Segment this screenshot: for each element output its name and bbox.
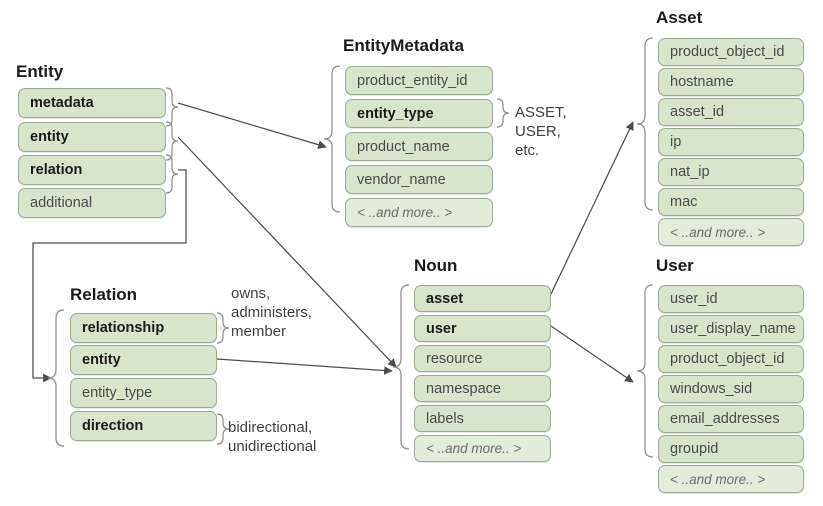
group-title-asset: Asset [656, 8, 703, 27]
row-noun-namespace[interactable]: namespace [414, 375, 551, 402]
group-title-entity: Entity [16, 62, 64, 81]
group-title-user: User [656, 256, 694, 275]
row-asset-asset-id[interactable]: asset_id [658, 98, 804, 126]
row-asset-mac[interactable]: mac [658, 188, 804, 216]
group-title-relation: Relation [70, 285, 138, 304]
row-relation-direction[interactable]: direction [70, 411, 217, 441]
row-user-groupid[interactable]: groupid [658, 435, 804, 463]
row-asset-and-more[interactable]: < ..and more.. > [658, 218, 804, 246]
row-asset-nat-ip[interactable]: nat_ip [658, 158, 804, 186]
row-relation-entity[interactable]: entity [70, 345, 217, 375]
row-relation-entity-type[interactable]: entity_type [70, 378, 217, 408]
row-noun-user[interactable]: user [414, 315, 551, 342]
row-noun-resource[interactable]: resource [414, 345, 551, 372]
row-asset-product-object-id[interactable]: product_object_id [658, 38, 804, 66]
row-em-product-name[interactable]: product_name [345, 132, 493, 161]
row-entity-relation[interactable]: relation [18, 155, 166, 185]
row-noun-labels[interactable]: labels [414, 405, 551, 432]
row-em-product-entity-id[interactable]: product_entity_id [345, 66, 493, 95]
annotation-relationship-values: owns, administers, member [231, 285, 312, 340]
row-user-windows-sid[interactable]: windows_sid [658, 375, 804, 403]
row-em-and-more[interactable]: < ..and more.. > [345, 198, 493, 227]
group-title-entity-metadata: EntityMetadata [343, 36, 464, 55]
annotation-entity-type-values: ASSET, USER, etc. [515, 104, 567, 159]
row-entity-entity[interactable]: entity [18, 122, 166, 152]
row-user-product-object-id[interactable]: product_object_id [658, 345, 804, 373]
group-title-noun: Noun [414, 256, 458, 275]
row-asset-hostname[interactable]: hostname [658, 68, 804, 96]
row-relation-relationship[interactable]: relationship [70, 313, 217, 343]
annotation-direction-values: bidirectional, unidirectional [228, 419, 317, 455]
row-user-user-display-name[interactable]: user_display_name [658, 315, 804, 343]
row-entity-metadata[interactable]: metadata [18, 88, 166, 118]
row-em-entity-type[interactable]: entity_type [345, 99, 493, 128]
row-noun-asset[interactable]: asset [414, 285, 551, 312]
row-em-vendor-name[interactable]: vendor_name [345, 165, 493, 194]
row-asset-ip[interactable]: ip [658, 128, 804, 156]
row-noun-and-more[interactable]: < ..and more.. > [414, 435, 551, 462]
row-user-user-id[interactable]: user_id [658, 285, 804, 313]
row-entity-additional[interactable]: additional [18, 188, 166, 218]
row-user-and-more[interactable]: < ..and more.. > [658, 465, 804, 493]
row-user-email-addresses[interactable]: email_addresses [658, 405, 804, 433]
